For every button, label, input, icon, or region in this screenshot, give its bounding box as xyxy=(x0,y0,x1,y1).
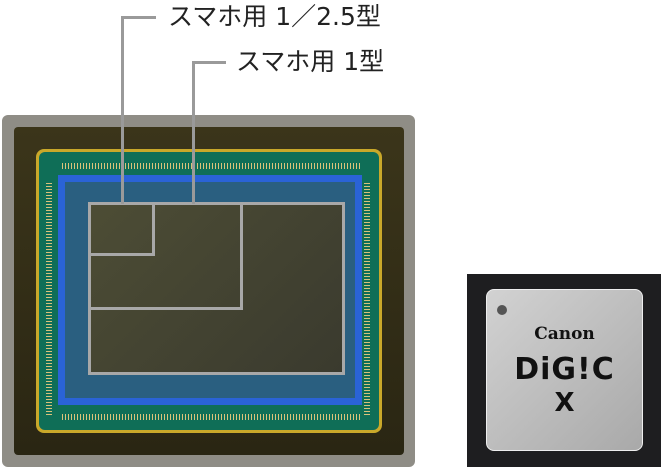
label-smartphone-1-inch: スマホ用 1型 xyxy=(236,47,385,76)
digic-model: X xyxy=(554,388,575,418)
one-over-2-5-inch-outline xyxy=(88,202,155,256)
leader-line-one-inch xyxy=(192,61,195,204)
canon-logo: Canon xyxy=(534,324,595,344)
digic-logo: DiG!C xyxy=(514,352,615,387)
leader-line-small xyxy=(121,16,124,204)
pin1-dot xyxy=(497,305,507,315)
label-smartphone-1-2-5-inch: スマホ用 1／2.5型 xyxy=(168,2,381,31)
one-inch-outline xyxy=(88,202,243,310)
image-sensor xyxy=(2,115,415,467)
digic-processor-chip: Canon DiG!C X xyxy=(467,274,661,467)
